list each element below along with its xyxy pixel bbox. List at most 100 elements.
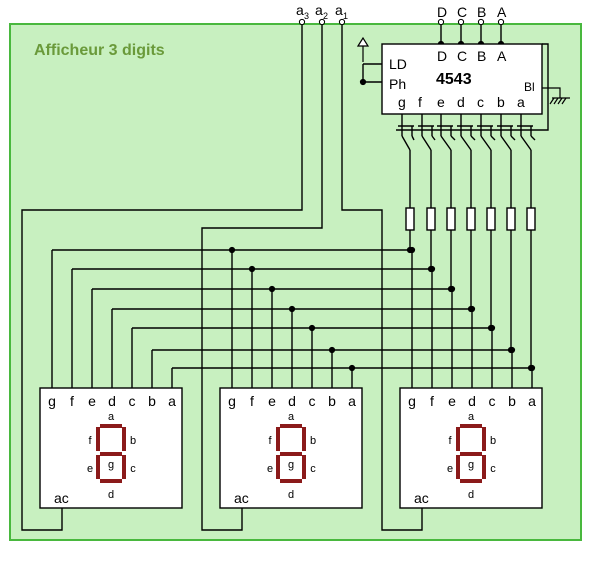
bus-end-junction: [467, 305, 475, 313]
decoder-chip: 4543 LD Ph Bl D C B A g f e d c b a: [381, 43, 543, 115]
svg-text:2: 2: [323, 11, 328, 21]
bus-end-junction: [406, 246, 414, 254]
segment-label-c: c: [310, 463, 316, 475]
segment-label-c: c: [130, 463, 136, 475]
segment-a: [280, 424, 302, 428]
resistor-c: [486, 207, 496, 231]
input-terminal-a: [497, 18, 505, 26]
segment-g: [280, 452, 302, 456]
digit-pin-label-d: d: [468, 393, 476, 409]
segment-f: [456, 427, 460, 451]
chip-out-f: f: [418, 94, 422, 110]
bus-junction: [288, 305, 296, 313]
driver-4: [477, 125, 493, 136]
segment-e: [456, 455, 460, 479]
digit-pin-label-a: a: [168, 393, 176, 409]
chip-input-c: C: [457, 48, 467, 64]
bus-end-junction: [487, 324, 495, 332]
bus-junction: [348, 364, 356, 372]
bus-junction: [268, 285, 276, 293]
segment-g: [460, 452, 482, 456]
segment-b: [482, 427, 486, 451]
chip-out-g: g: [398, 94, 406, 110]
digit-box: [219, 387, 363, 509]
segment-label-e: e: [447, 463, 453, 475]
digit-pin-label-f: f: [70, 393, 74, 409]
common-pin-label: ac: [54, 490, 69, 506]
segment-c: [302, 455, 306, 479]
ph-junction: [359, 78, 367, 86]
segment-label-d: d: [468, 489, 474, 501]
driver-leg-3: [460, 135, 476, 151]
resistor-b: [506, 207, 516, 231]
digit-pin-label-a: a: [528, 393, 536, 409]
digit-pin-label-c: c: [309, 393, 316, 409]
segment-d: [100, 479, 122, 483]
wires: [21, 22, 549, 531]
digit-pin-label-d: d: [288, 393, 296, 409]
address-label-a2: a 2: [315, 2, 328, 21]
chip-out-a: a: [517, 94, 525, 110]
digit-pin-label-e: e: [88, 393, 96, 409]
digit-box: [399, 387, 543, 509]
bus-junction: [328, 346, 336, 354]
digit-pin-label-b: b: [508, 393, 516, 409]
segment-d: [460, 479, 482, 483]
driver-leg-4: [480, 135, 496, 151]
digit-box: [39, 387, 183, 509]
segment-b: [122, 427, 126, 451]
segment-label-g: g: [468, 459, 474, 471]
address-line-a1: [341, 22, 423, 531]
bus-junction: [308, 324, 316, 332]
digit-pin-label-d: d: [108, 393, 116, 409]
common-pin-label: ac: [414, 490, 429, 506]
input-terminal-d: [437, 18, 445, 26]
driver-1: [418, 125, 434, 136]
digit-pin-label-f: f: [250, 393, 254, 409]
digit-pin-label-g: g: [228, 393, 236, 409]
ground-symbol: [542, 87, 570, 105]
bus-junction: [228, 246, 236, 254]
segment-label-f: f: [88, 435, 92, 447]
address-terminal-1: [318, 18, 326, 26]
segment-e: [276, 455, 280, 479]
segment-d: [280, 479, 302, 483]
input-terminal-c: [457, 18, 465, 26]
segment-label-g: g: [288, 459, 294, 471]
driver-leg-1: [421, 135, 436, 151]
diagram-title: Afficheur 3 digits: [34, 42, 165, 59]
resistor-e: [446, 207, 456, 231]
resistor-a: [526, 207, 536, 231]
digit-pin-label-a: a: [348, 393, 356, 409]
segment-label-d: d: [108, 489, 114, 501]
digit-pin-label-c: c: [489, 393, 496, 409]
input-label-b: B: [477, 4, 486, 20]
resistor-f: [426, 207, 436, 231]
chip-pin-bl: Bl: [524, 80, 535, 94]
driver-leg-2: [440, 135, 456, 151]
svg-text:a: a: [315, 2, 323, 18]
digit-pin-label-e: e: [448, 393, 456, 409]
driver-leg-6: [520, 135, 536, 151]
chip-input-d: D: [437, 48, 447, 64]
ld-arrow-icon: [356, 36, 370, 62]
resistor-d: [466, 207, 476, 231]
svg-text:1: 1: [343, 11, 348, 21]
svg-text:a: a: [335, 2, 343, 18]
segment-a: [460, 424, 482, 428]
digit-pin-label-g: g: [48, 393, 56, 409]
segment-c: [122, 455, 126, 479]
bus-end-junction: [527, 364, 535, 372]
resistor-g: [405, 207, 415, 231]
chip-pin-ld: LD: [389, 56, 407, 72]
segment-c: [482, 455, 486, 479]
address-terminal-2: [338, 18, 346, 26]
svg-text:3: 3: [304, 11, 309, 21]
bus-end-junction: [447, 285, 455, 293]
segment-label-a: a: [108, 411, 115, 423]
driver-common-rail: [396, 43, 549, 131]
